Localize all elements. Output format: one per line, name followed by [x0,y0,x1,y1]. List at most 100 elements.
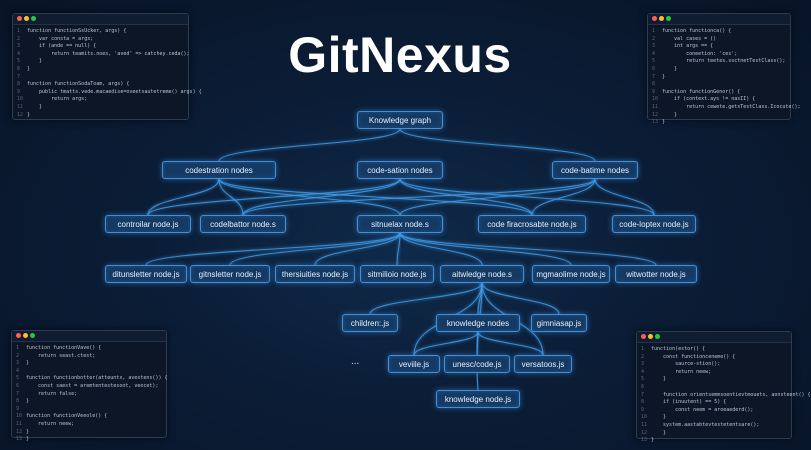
line-number: 8 [652,81,656,88]
line-number: 7 [652,73,656,80]
code-text: function functionSsUcker, args) { [27,28,127,34]
node-l3d[interactable]: sitmilioio node.js [360,265,434,283]
edge-cn2-l2a [147,178,401,216]
line-number: 5 [17,58,21,65]
code-line: 4 coneetion: 'ces'; [652,51,786,59]
line-number: 12 [652,111,659,118]
maximize-dot-icon[interactable] [31,16,36,21]
node-l2e[interactable]: code-loptex node.js [612,215,696,233]
line-number: 6 [652,65,656,72]
close-dot-icon[interactable] [17,16,22,21]
code-line: 9 [16,406,162,414]
edge-l4b-l5c [477,331,544,356]
node-l4c[interactable]: gimniasap.js [531,314,587,332]
minimize-dot-icon[interactable] [659,16,664,21]
maximize-dot-icon[interactable] [30,333,35,338]
code-line: 12 } [652,112,786,120]
line-number: 12 [16,428,23,435]
edge-l5b-l6 [476,372,479,391]
line-number: 9 [16,405,20,412]
code-text: } [662,111,678,118]
node-l5c[interactable]: versatoos.js [514,355,572,373]
close-dot-icon[interactable] [641,334,646,339]
minimize-dot-icon[interactable] [24,16,29,21]
node-l4a[interactable]: children:.js [342,314,398,332]
close-dot-icon[interactable] [652,16,657,21]
node-l3g[interactable]: witwotter node.js [615,265,697,283]
node-l6[interactable]: knowledge node.js [436,390,520,408]
code-text: function(estor() { [651,346,706,352]
line-number: 6 [16,382,20,389]
line-number: 4 [641,368,645,375]
node-l3a[interactable]: ditunsletter node.js [105,265,187,283]
line-number: 13 [16,436,23,443]
line-number: 4 [17,50,21,57]
line-number: 7 [17,73,21,80]
line-number: 12 [641,429,648,436]
code-text: return teamits.noes, 'aved' => catchey.c… [27,50,190,57]
code-line: 7} [652,74,786,82]
node-cn3[interactable]: code-batime nodes [552,161,638,179]
window-titlebar [637,332,791,343]
code-text: var consta = args; [27,35,94,42]
edge-l2c-l3a [145,232,401,266]
code-line: 5 } [17,58,184,66]
code-line: 11 system.aastabtevtestetentsare(); [641,422,787,430]
node-l4b[interactable]: knowledge nodes [436,314,520,332]
line-number: 5 [652,58,656,65]
code-line: 11 } [17,104,184,112]
edge-l2c-l3g [399,232,657,266]
node-l2a[interactable]: controilar node.js [105,215,191,233]
code-text: val cases = () [662,35,717,42]
node-l3e[interactable]: aitwledge node.s [440,265,524,283]
maximize-dot-icon[interactable] [655,334,660,339]
code-text: } [651,437,655,444]
line-number: 2 [17,35,21,42]
line-number: 10 [652,96,659,103]
line-number: 11 [652,103,659,110]
node-l2b[interactable]: codelbattor node.s [200,215,286,233]
window-titlebar [13,14,188,25]
code-line: 9 const neem = aroeaederd(); [641,407,787,415]
code-text: const neem = aroeaederd(); [651,406,754,413]
maximize-dot-icon[interactable] [666,16,671,21]
code-text: const functionceneme() { [651,353,736,360]
code-line: 13} [641,437,787,445]
node-l3c[interactable]: thersiuities node.js [275,265,355,283]
line-number: 3 [652,43,656,50]
window-titlebar [648,14,790,25]
node-l3b[interactable]: gitnsletter node.js [190,265,270,283]
node-cn2[interactable]: code-sation nodes [357,161,443,179]
code-line: 3 saurce-stion(); [641,361,787,369]
minimize-dot-icon[interactable] [648,334,653,339]
node-l5b[interactable]: unesc/code.js [444,355,510,373]
node-l3f[interactable]: mgmaolime node.js [532,265,610,283]
node-l2c[interactable]: sitnuelax node.s [357,215,443,233]
code-line: 13} [652,119,786,127]
close-dot-icon[interactable] [16,333,21,338]
edge-cn3-l2b [242,178,596,216]
edge-l2c-l3e [399,232,483,266]
line-number: 3 [641,361,645,368]
code-text: return false; [26,390,78,397]
code-line: 9 public tmatts.vede.macaedise=oveetsaut… [17,89,202,97]
edge-cn3-l2e [594,178,655,216]
code-text: } [26,436,30,443]
code-line: 10 if (context.ays != nasII) { [652,96,786,104]
minimize-dot-icon[interactable] [23,333,28,338]
code-line: 6} [17,66,184,74]
node-l2d[interactable]: code firacrosabte node.js [478,215,586,233]
code-line: 12 } [641,430,787,438]
node-kg[interactable]: Knowledge graph [357,111,443,129]
code-line: 3} [16,360,162,368]
code-line: 13} [16,436,162,444]
node-l5a[interactable]: veviile.js [388,355,440,373]
code-line: 11 return neew; [16,421,162,429]
node-cn1[interactable]: codestration nodes [162,161,276,179]
